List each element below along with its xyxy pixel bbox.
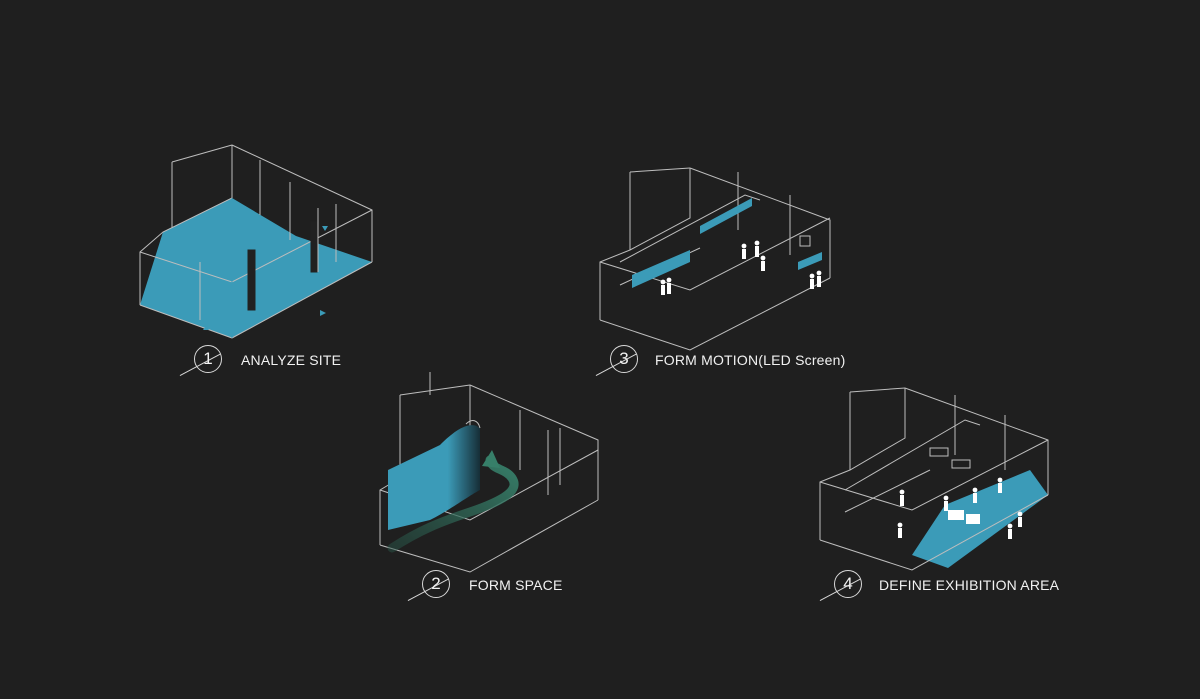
step-4-number: 4 — [834, 570, 862, 598]
led-screen-3 — [798, 252, 822, 270]
led-screen-2 — [632, 250, 690, 288]
diagram-form-motion — [599, 167, 831, 351]
diagram-analyze-site — [139, 144, 373, 339]
circulation-path — [387, 455, 519, 553]
people-figures-4 — [897, 477, 1023, 539]
step-3-title: FORM MOTION(LED Screen) — [655, 352, 846, 368]
led-screen-1 — [700, 198, 752, 234]
step-2-number: 2 — [422, 570, 450, 598]
step-3-number: 3 — [610, 345, 638, 373]
step-2-title: FORM SPACE — [469, 577, 563, 593]
people-figures-3 — [660, 240, 822, 295]
step-4-title: DEFINE EXHIBITION AREA — [879, 577, 1060, 593]
site-floor-plane — [140, 198, 372, 338]
step-1-number: 1 — [194, 345, 222, 373]
curved-wall — [388, 425, 480, 530]
diagram-define-exhibition-area — [819, 387, 1049, 571]
step-1-title: ANALYZE SITE — [241, 352, 342, 368]
diagram-form-space — [379, 372, 599, 573]
